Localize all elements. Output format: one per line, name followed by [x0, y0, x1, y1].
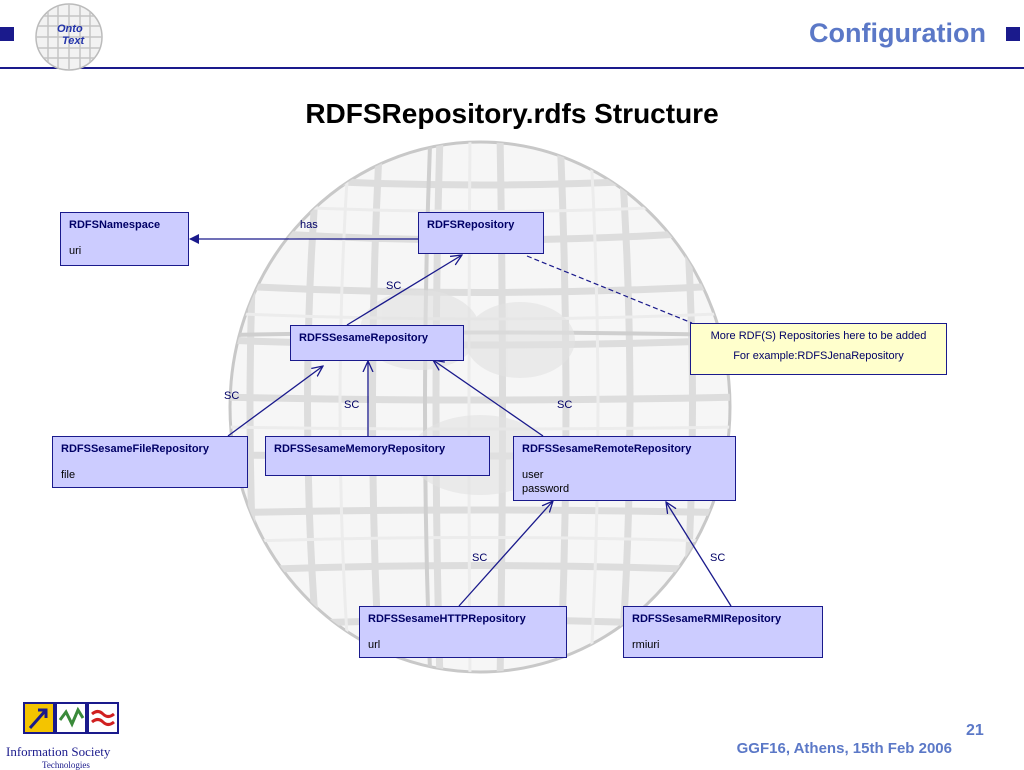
class-attributes: rmiuri [632, 639, 660, 651]
edge-http-sc [458, 501, 553, 607]
logo-word-2: Text [62, 35, 86, 47]
header-square-left [0, 27, 14, 41]
class-rdfs-sesame-file-repository: RDFSSesameFileRepository file [52, 436, 248, 488]
class-rdfs-sesame-rmi-repository: RDFSSesameRMIRepository rmiuri [623, 606, 823, 658]
edge-label-sc: SC [472, 552, 488, 564]
header-rule [0, 67, 1024, 69]
class-name: RDFSSesameRepository [299, 332, 428, 344]
footer-event-text: GGF16, Athens, 15th Feb 2006 [736, 740, 952, 757]
ontotext-logo: Onto Text [35, 3, 103, 71]
section-title: Configuration [809, 18, 986, 48]
header-square-right [1006, 27, 1020, 41]
edge-sesame-sc [346, 255, 462, 326]
class-name: RDFSRepository [427, 219, 515, 231]
edge-label-sc: SC [224, 390, 240, 402]
page-number: 21 [966, 722, 984, 739]
class-name: RDFSSesameHTTPRepository [368, 613, 526, 625]
edge-rmi-sc [666, 502, 732, 607]
note-line-1: More RDF(S) Repositories here to be adde… [710, 330, 927, 342]
edge-label-sc: SC [344, 399, 360, 411]
class-attributes: file [61, 469, 76, 481]
class-rdfs-sesame-repository: RDFSSesameRepository [290, 325, 464, 361]
class-name: RDFSSesameRemoteRepository [522, 443, 692, 455]
class-attributes: uri [69, 245, 82, 257]
edge-label-has: has [300, 219, 318, 231]
edge-note-link [526, 255, 693, 324]
edge-label-sc: SC [386, 280, 402, 292]
class-name: RDFSSesameRMIRepository [632, 613, 782, 625]
edge-remote-sc [433, 360, 544, 437]
page-title: RDFSRepository.rdfs Structure [305, 98, 719, 129]
edge-label-sc: SC [557, 399, 573, 411]
edge-label-sc: SC [710, 552, 726, 564]
ist-sublabel: Technologies [42, 760, 90, 770]
ist-logo: Information Society Technologies [6, 700, 136, 770]
globe-watermark [228, 140, 732, 674]
note-line-2: For example:RDFSJenaRepository [733, 350, 904, 362]
class-attributes: url [368, 639, 381, 651]
class-name: RDFSSesameMemoryRepository [274, 443, 446, 455]
class-name: RDFSNamespace [69, 219, 161, 231]
ist-label: Information Society [6, 744, 111, 759]
edge-file-sc [227, 366, 323, 437]
logo-word-1: Onto [57, 23, 83, 35]
class-rdfs-repository: RDFSRepository [418, 212, 544, 254]
ist-logo-mark [23, 702, 119, 734]
class-attributes: user password [522, 469, 570, 495]
class-name: RDFSSesameFileRepository [61, 443, 209, 455]
class-rdfs-sesame-memory-repository: RDFSSesameMemoryRepository [265, 436, 490, 476]
note-more-repositories: More RDF(S) Repositories here to be adde… [690, 323, 947, 375]
class-rdfs-sesame-http-repository: RDFSSesameHTTPRepository url [359, 606, 567, 658]
class-rdfs-sesame-remote-repository: RDFSSesameRemoteRepository user password [513, 436, 736, 501]
class-rdfs-namespace: RDFSNamespace uri [60, 212, 189, 266]
